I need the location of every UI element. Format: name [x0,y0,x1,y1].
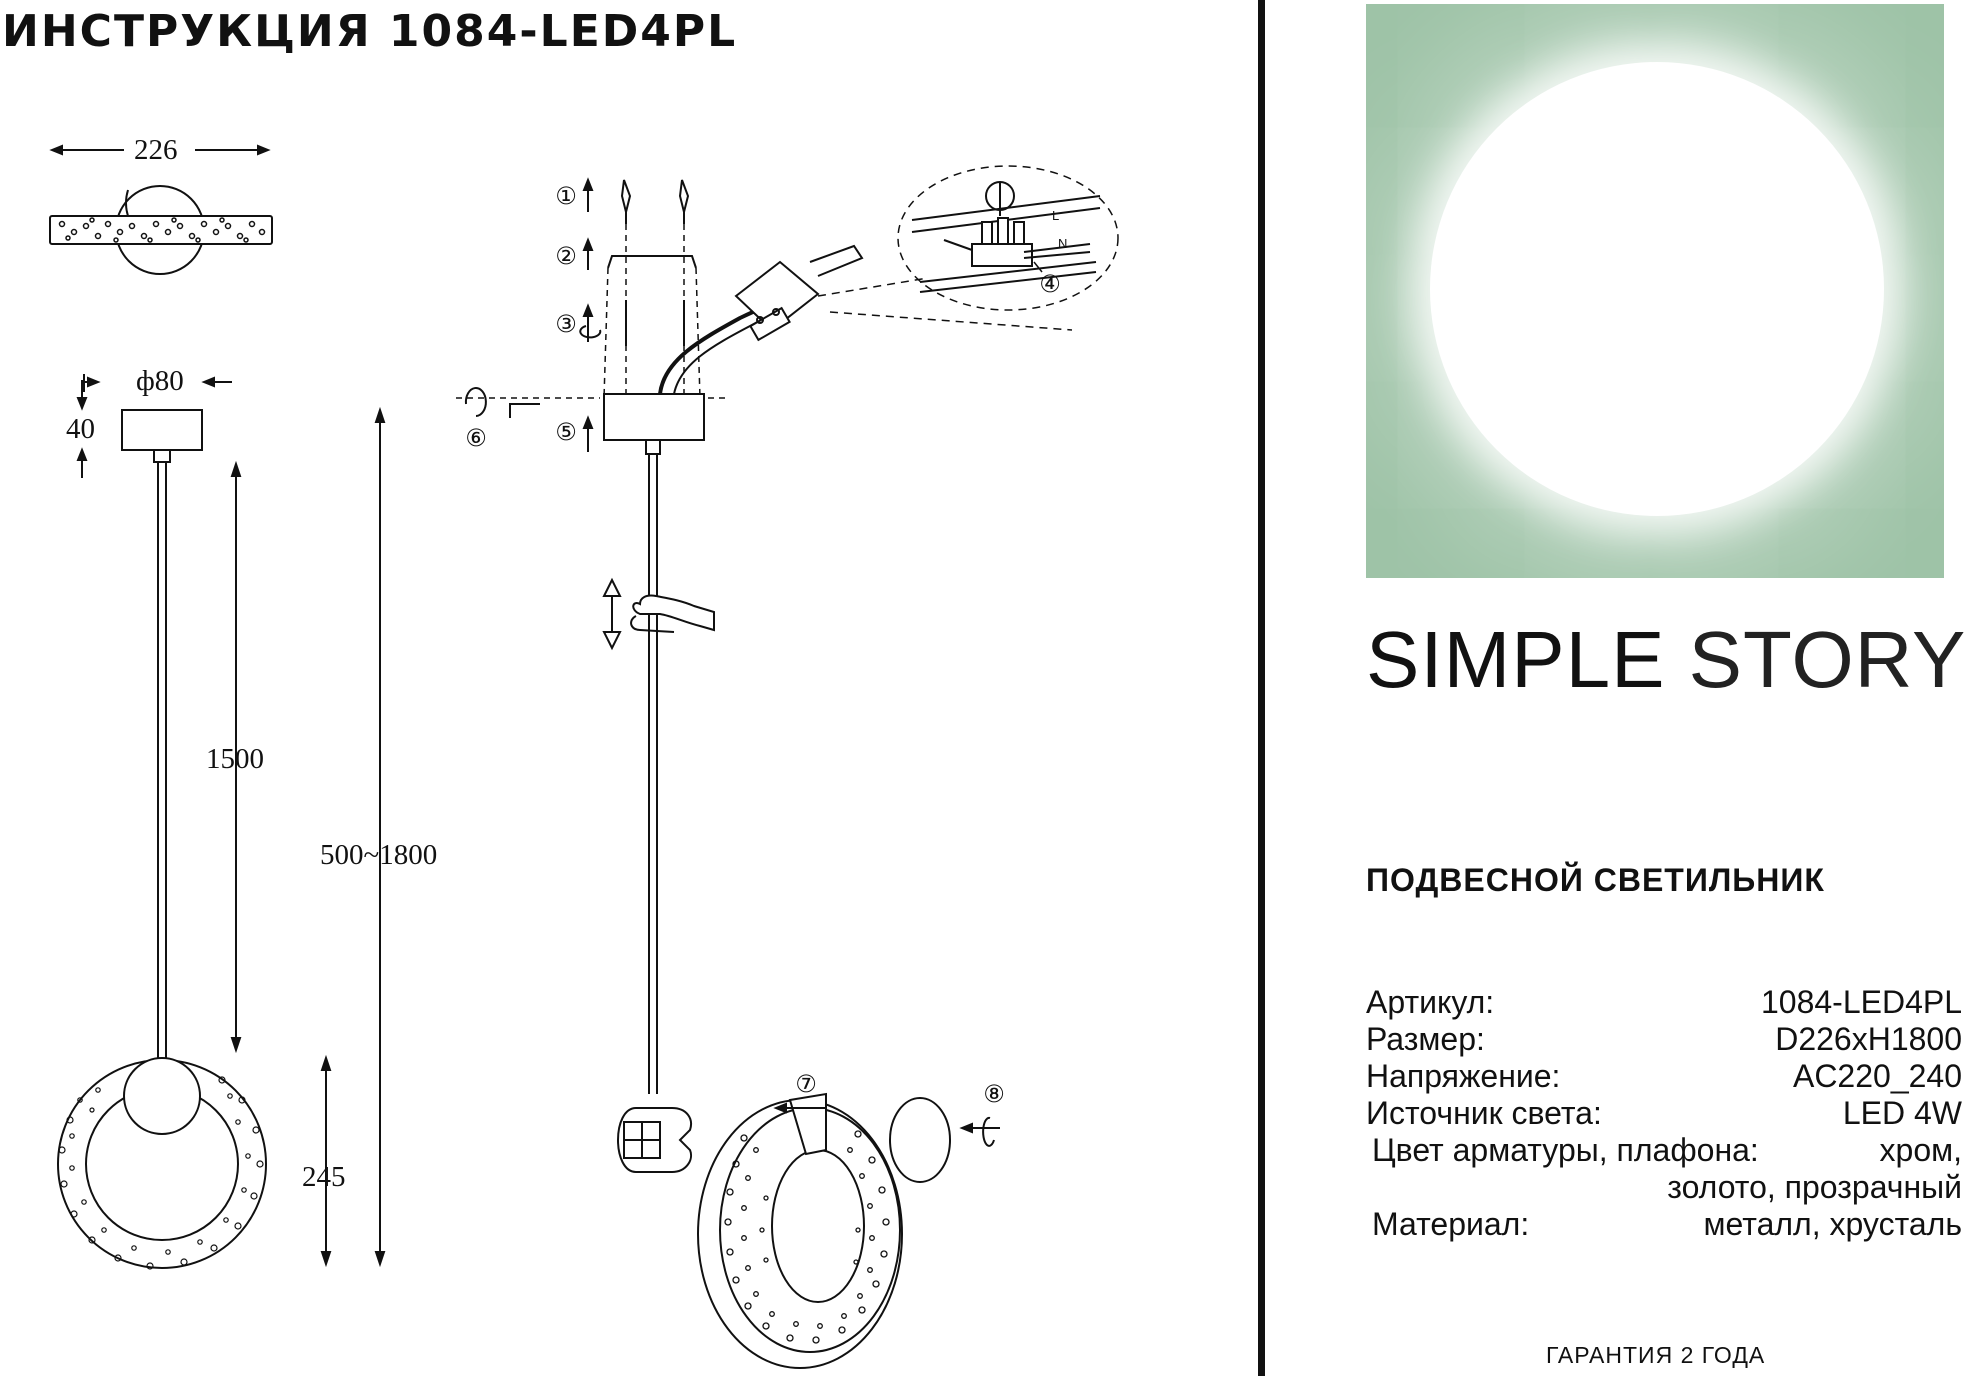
front-view-drawing [57,374,386,1270]
document-title: ИНСТРУКЦИЯ 1084-LED4PL [2,6,738,57]
spec-value: 1084-LED4PL [1760,984,1962,1020]
top-view-drawing [49,144,273,275]
warranty-note: ГАРАНТИЯ 2 ГОДА [1546,1342,1766,1368]
dimension-cable-length: 1500 [206,743,264,775]
spec-label: Напряжение: [1366,1058,1561,1094]
dimension-canopy-height: 40 [66,413,95,445]
brand-word-1: SIMPLE [1366,615,1666,704]
step-4-marker: ④ [1039,270,1061,298]
dimension-total-height: 500~1800 [320,839,438,871]
spec-row: Артикул: 1084-LED4PL [1366,984,1962,1020]
step-6-marker: ⑥ [465,424,487,452]
technical-drawing [49,144,1119,1369]
vertical-divider [1258,0,1265,1376]
spec-row: Напряжение: AC220_240 [1366,1058,1962,1094]
step-3-marker: ③ [555,310,577,338]
wire-label-l: L [1052,208,1060,223]
spec-label: Размер: [1366,1021,1485,1057]
step-5-marker: ⑤ [555,418,577,446]
spec-label: Источник света: [1366,1095,1602,1131]
spec-row: Размер: D226xH1800 [1366,1021,1962,1057]
brand-logo: SIMPLE STORY [1366,612,1966,708]
dimension-ring-height: 245 [302,1161,346,1193]
product-type: ПОДВЕСНОЙ СВЕТИЛЬНИК [1366,862,1825,898]
spec-label: Артикул: [1366,984,1495,1020]
dimension-width-top: 226 [134,134,178,166]
spec-value: хром, [1879,1132,1962,1168]
spec-label: Цвет арматуры, плафона: [1372,1132,1759,1168]
wire-label-n: N [1058,236,1068,251]
spec-value: D226xH1800 [1775,1021,1962,1057]
step-7-marker: ⑦ [795,1070,817,1098]
spec-row: Источник света: LED 4W [1366,1095,1962,1131]
installation-drawing [456,165,1119,1369]
spec-value: LED 4W [1842,1095,1962,1131]
spec-row: Материал: металл, хрусталь [1366,1206,1962,1242]
product-photo [1366,4,1944,578]
spec-label: Материал: [1372,1206,1530,1242]
brand-word-2: STORY [1688,615,1967,704]
step-1-marker: ① [555,182,577,210]
spec-row: золото, прозрачный [1366,1169,1962,1205]
spec-value: AC220_240 [1792,1058,1962,1094]
dimension-canopy-diameter: ф80 [136,365,184,397]
spec-value: металл, хрусталь [1703,1206,1962,1242]
spec-value: золото, прозрачный [1667,1169,1962,1205]
spec-row: Цвет арматуры, плафона: хром, [1366,1132,1962,1168]
step-8-marker: ⑧ [983,1080,1005,1108]
step-2-marker: ② [555,242,577,270]
lamp-glow-circle [1430,62,1884,516]
